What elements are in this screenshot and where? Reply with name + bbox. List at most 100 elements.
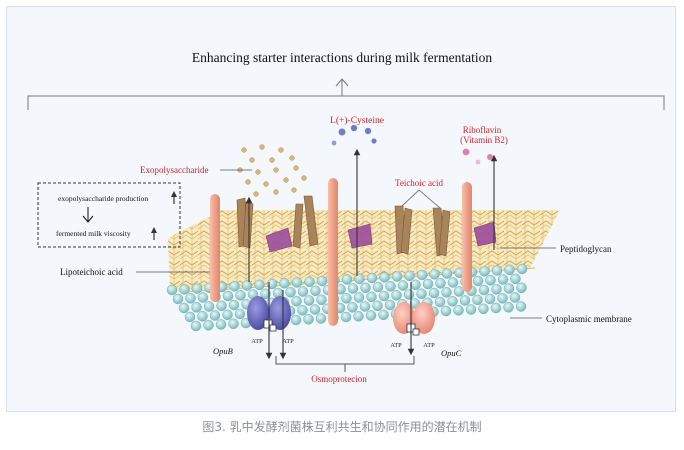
membrane-bead xyxy=(360,282,371,294)
membrane-bead xyxy=(379,272,390,283)
diagram-title: Enhancing starter interactions during mi… xyxy=(192,50,493,65)
membrane-bead xyxy=(234,308,246,320)
eps-particle xyxy=(253,191,259,197)
top-bracket xyxy=(27,78,665,110)
membrane-bead xyxy=(509,292,521,303)
effect-line-eps-production: exopolysaccharide production xyxy=(58,194,148,203)
opuc-label: OpuC xyxy=(441,348,462,358)
effect-box: exopolysaccharide production fermented m… xyxy=(37,182,181,248)
membrane-bead xyxy=(222,290,234,302)
membrane-bead xyxy=(347,302,358,313)
lipoteichoic-acid-rods xyxy=(210,178,472,326)
membrane-bead xyxy=(203,301,215,312)
teichoic-acid-leaders xyxy=(401,189,441,209)
surface-proteins xyxy=(265,221,497,253)
membrane-bead xyxy=(459,295,471,306)
eps-particle xyxy=(293,165,299,171)
eps-particle xyxy=(301,175,307,181)
eps-particle xyxy=(245,179,251,185)
membrane-bead xyxy=(347,283,359,294)
riboflavin-particles xyxy=(462,148,493,165)
atp-label-opub-left: ATP xyxy=(251,338,263,345)
membrane-bead xyxy=(209,310,221,321)
membrane-bead xyxy=(516,263,528,275)
eps-particle xyxy=(273,189,279,195)
membrane-bead xyxy=(185,293,196,304)
figure-caption: 图3. 乳中发酵剂菌株互利共生和协同作用的潜在机制 xyxy=(202,420,482,434)
riboflavin-label-line2: (Vitamin B2) xyxy=(460,135,508,145)
membrane-bead xyxy=(485,275,496,286)
membrane-bead xyxy=(434,296,446,308)
eps-particle xyxy=(291,187,297,193)
cysteine-label: L(+)-Cysteine xyxy=(330,115,384,126)
membrane-bead xyxy=(372,300,383,312)
membrane-bead xyxy=(440,305,452,317)
membrane-bead xyxy=(378,290,390,302)
membrane-bead xyxy=(291,277,303,288)
membrane-bead xyxy=(190,320,202,332)
membrane-bead xyxy=(447,277,459,288)
effect-down-arrow-head xyxy=(82,215,94,223)
membrane-bead xyxy=(410,279,421,291)
membrane-bead xyxy=(341,274,353,285)
membrane-bead xyxy=(310,285,321,297)
membrane-bead xyxy=(184,311,196,323)
eps-particle xyxy=(255,169,261,175)
membrane-bead xyxy=(497,293,508,304)
membrane-bead xyxy=(285,287,296,298)
membrane-bead xyxy=(353,311,364,322)
membrane-bead xyxy=(441,268,453,279)
membrane-bead xyxy=(191,283,203,294)
membrane-bead xyxy=(435,278,446,289)
membrane-bead xyxy=(397,280,409,291)
membrane-bead xyxy=(359,301,371,312)
membrane-bead xyxy=(241,280,253,291)
membrane-bead xyxy=(403,289,415,300)
exopolysaccharide-particles xyxy=(237,144,307,197)
membrane-bead xyxy=(254,279,265,291)
membrane-bead xyxy=(503,283,515,294)
atp-labels: ATP ATP ATP ATP xyxy=(251,338,435,349)
eps-particle xyxy=(249,157,255,163)
membrane-bead xyxy=(203,320,214,331)
membrane-bead xyxy=(453,305,464,316)
membrane-bead xyxy=(353,292,365,303)
teichoic-acid-rods xyxy=(236,195,451,257)
membrane-bead xyxy=(416,269,428,281)
effect-line-viscosity: fermented milk viscosity xyxy=(56,229,131,238)
membrane-bead xyxy=(166,284,178,296)
membrane-bead xyxy=(228,318,239,330)
membrane-bead xyxy=(472,294,483,306)
membrane-bead xyxy=(372,281,384,293)
membrane-bead xyxy=(316,294,327,306)
exopolysaccharide-label: Exopolysaccharide xyxy=(140,165,208,175)
membrane-bead xyxy=(429,269,440,280)
membrane-bead xyxy=(384,299,396,311)
eps-particle xyxy=(269,157,275,163)
membrane-bead xyxy=(235,290,246,301)
osmoprotection-label: Osmoprotecion xyxy=(311,374,367,384)
teichoic-acid-label: Teichoic acid xyxy=(395,178,444,188)
membrane-bead xyxy=(428,287,440,299)
atp-label-opub-right: ATP xyxy=(282,338,294,345)
membrane-bead xyxy=(491,284,502,295)
osmoprotection-bracket xyxy=(275,356,415,372)
membrane-bead xyxy=(354,273,365,285)
cytoplasmic-membrane-label: Cytoplasmic membrane xyxy=(546,314,632,324)
membrane-bead xyxy=(172,293,184,305)
membrane-bead xyxy=(479,266,490,277)
membrane-bead xyxy=(304,276,315,288)
opub-transporter xyxy=(247,296,291,332)
flux-arrows xyxy=(245,148,498,360)
membrane-bead xyxy=(385,281,396,292)
membrane-bead xyxy=(303,295,315,306)
lipoteichoic-acid-label: Lipoteichoic acid xyxy=(60,267,123,277)
membrane-bead xyxy=(472,275,484,287)
eps-particle xyxy=(259,144,265,150)
membrane-bead xyxy=(309,304,321,315)
membrane-bead xyxy=(215,319,227,330)
membrane-bead xyxy=(441,287,452,298)
membrane-bead xyxy=(478,284,490,296)
membrane-bead xyxy=(178,302,190,314)
membrane-bead xyxy=(491,265,503,276)
